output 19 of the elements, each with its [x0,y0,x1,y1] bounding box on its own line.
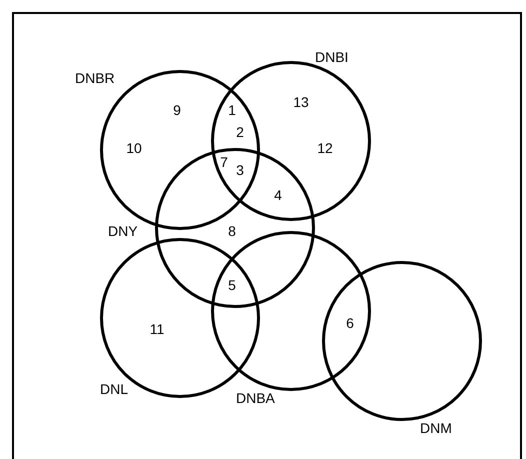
set-label: DNM [420,420,452,436]
region-number: 6 [346,315,354,331]
region-number: 13 [293,94,309,110]
region-number: 7 [220,154,228,170]
set-label: DNBI [315,49,348,65]
region-number: 10 [126,140,142,156]
region-number: 8 [228,223,236,239]
set-label: DNBR [75,70,115,86]
region-number: 4 [274,187,282,203]
region-number: 3 [236,162,244,178]
set-label: DNL [100,381,128,397]
region-number: 12 [317,140,333,156]
region-number: 2 [236,124,244,140]
region-number: 5 [228,277,236,293]
set-label: DNBA [236,390,275,406]
region-number: 11 [150,321,164,337]
set-label: DNY [108,223,138,239]
region-number: 1 [228,102,236,118]
region-number: 9 [173,102,181,118]
